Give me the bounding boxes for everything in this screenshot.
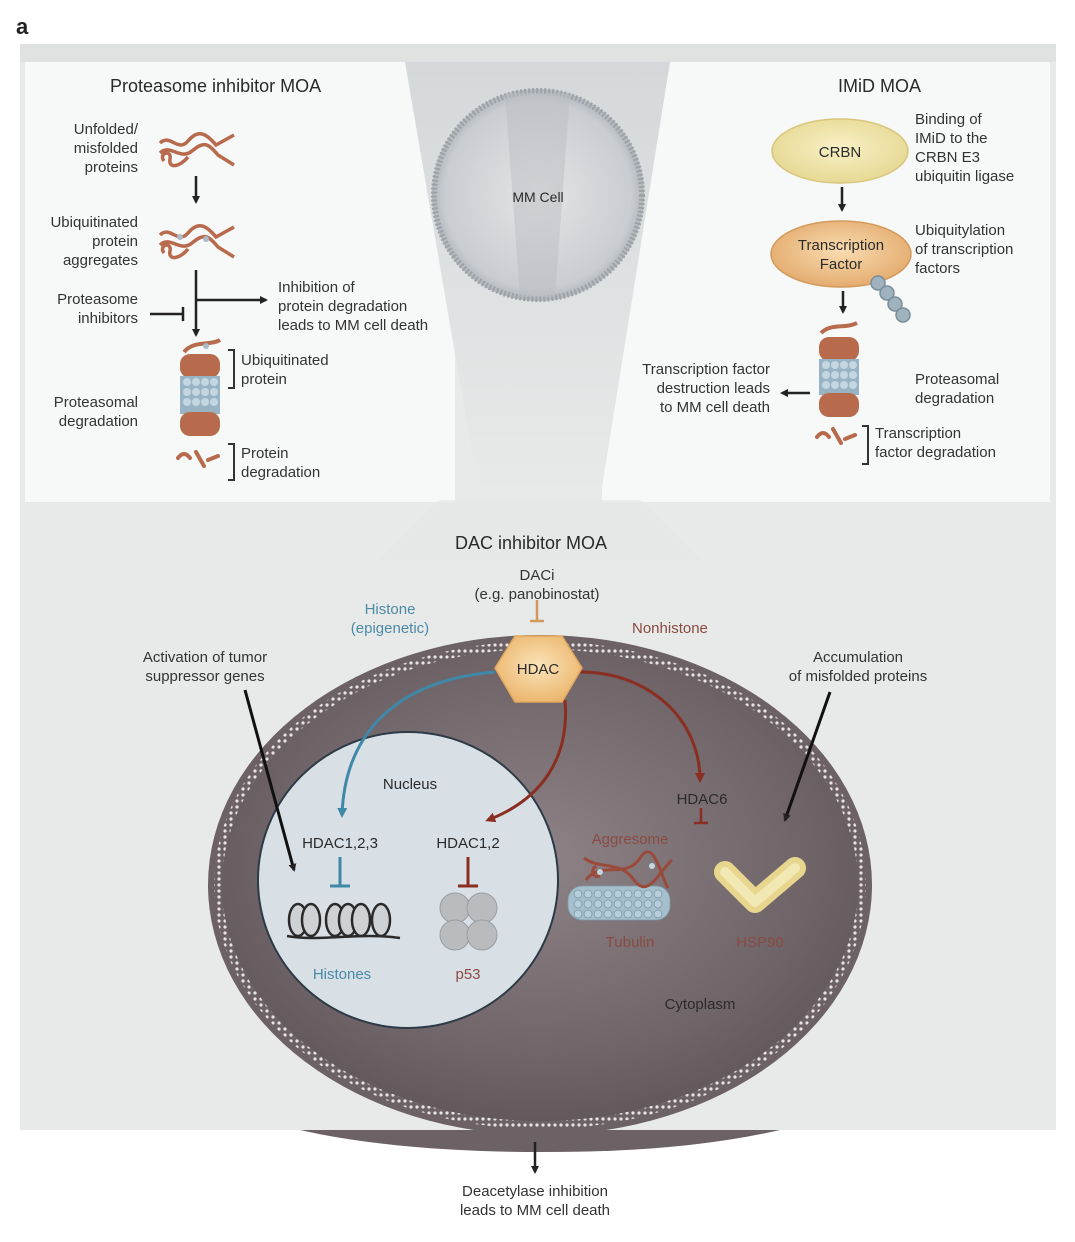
- frame-top-band: [20, 44, 1056, 62]
- activation-arrow: [243, 689, 297, 872]
- dac-outcome-label: Deacetylase inhibition leads to MM cell …: [459, 1183, 611, 1219]
- proteasome-icon-right: [815, 321, 859, 445]
- aggresome-label: Aggresome: [591, 831, 669, 848]
- beam-lower: [380, 500, 700, 560]
- label-ubiquitinated-aggregates: Ubiquitinated protein aggregates: [50, 214, 138, 269]
- label-ubiquitylation: Ubiquitylation of transcription factors: [915, 222, 1014, 277]
- histones-icon: [286, 902, 401, 940]
- hdac12-label: HDAC1,2: [436, 835, 500, 852]
- crbn-label: CRBN: [818, 144, 862, 161]
- label-binding: Binding of IMiD to the CRBN E3 ubiquitin…: [915, 111, 1015, 185]
- misfolded-protein-icon: [158, 132, 235, 168]
- tf-label: Transcription Factor: [797, 237, 885, 273]
- tubulin-label: Tubulin: [605, 934, 655, 951]
- label-inhibition-outcome: Inhibition of protein degradation leads …: [278, 279, 429, 334]
- nonhistone-hdac6-arrow: [579, 670, 705, 783]
- hdac-hexagon: [494, 635, 583, 703]
- p53-icon: [439, 892, 498, 951]
- panel-letter: a: [16, 14, 29, 39]
- nucleus: [257, 731, 559, 1029]
- histone-path-label: Histone (epigenetic): [350, 601, 430, 637]
- label-proteasomal-degradation-left: Proteasomal degradation: [53, 394, 138, 430]
- aggresome-icon: [583, 850, 674, 889]
- dac-title: DAC inhibitor MOA: [455, 533, 608, 553]
- imid-title: IMiD MOA: [838, 76, 921, 96]
- tubulin-icon: [567, 885, 671, 921]
- cytoplasm-label: Cytoplasm: [664, 996, 736, 1013]
- label-proteasomal-degradation-right: Proteasomal degradation: [915, 371, 1000, 407]
- hdac-label: HDAC: [516, 661, 560, 678]
- hdac6-label: HDAC6: [676, 791, 728, 808]
- label-protein-degradation: Protein degradation: [241, 445, 321, 481]
- histones-label: Histones: [312, 966, 372, 983]
- accumulation-label: Accumulation of misfolded proteins: [788, 649, 928, 685]
- label-proteasome-inhibitors: Proteasome inhibitors: [57, 291, 138, 327]
- ubiquitin-chain-icon: [870, 275, 911, 323]
- bracket-tf-degradation: [862, 425, 869, 465]
- proteasome-panel-box: [25, 62, 455, 502]
- mm-cell-icon: [431, 88, 645, 302]
- histone-pathway-arrow: [337, 670, 496, 818]
- proteasome-title: Proteasome inhibitor MOA: [110, 76, 322, 96]
- proteasome-icon-left: [176, 338, 222, 468]
- hdac123-label: HDAC1,2,3: [302, 835, 378, 852]
- label-tf-outcome: Transcription factor destruction leads t…: [642, 361, 770, 416]
- p53-label: p53: [455, 966, 481, 983]
- accumulation-arrow: [783, 691, 832, 822]
- bracket-degradation: [228, 443, 235, 481]
- activation-label: Activation of tumor suppressor genes: [142, 649, 268, 685]
- nucleus-label: Nucleus: [382, 776, 438, 793]
- mm-cell-label: MM Cell: [512, 189, 564, 205]
- daci-label: DACi (e.g. panobinostat): [474, 567, 600, 603]
- nonhistone-p53-arrow: [485, 699, 568, 823]
- crbn-ellipse: [771, 118, 909, 184]
- label-unfolded: Unfolded/ misfolded proteins: [73, 121, 138, 176]
- hsp90-label: HSP90: [736, 934, 784, 951]
- ubiquitinated-aggregate-icon: [158, 224, 235, 260]
- tf-ellipse: [770, 220, 912, 288]
- label-tf-degradation: Transcription factor degradation: [875, 425, 996, 461]
- bracket-ubiquitinated: [228, 349, 235, 389]
- label-ubiquitinated-protein: Ubiquitinated protein: [241, 352, 329, 388]
- nonhistone-label: Nonhistone: [632, 620, 708, 637]
